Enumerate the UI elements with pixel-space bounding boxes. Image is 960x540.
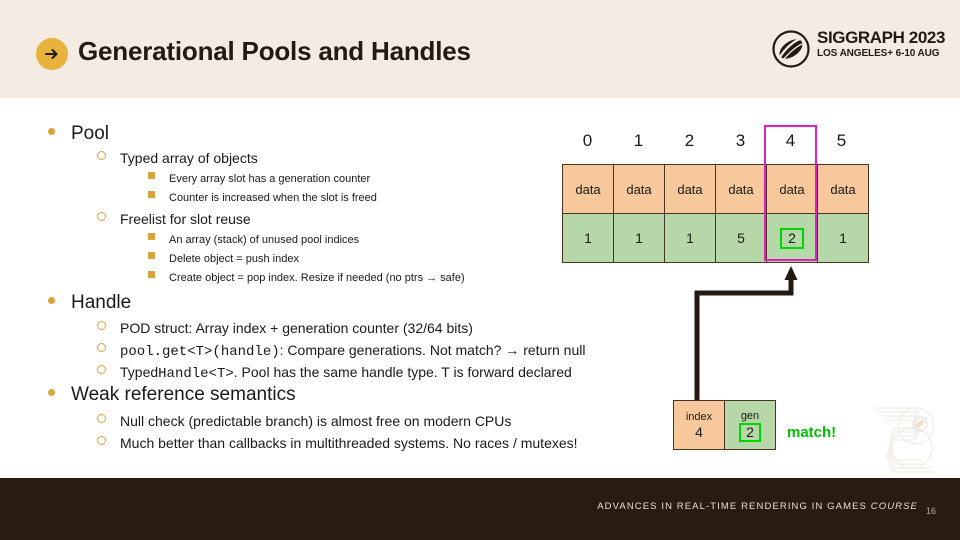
- pool-gen-cell: 1: [664, 213, 716, 263]
- siggraph-ball-icon: [772, 30, 810, 68]
- page-number: 16: [925, 506, 936, 516]
- bullet-ring-icon: [97, 414, 106, 423]
- bullet-text: Create object = pop index. Resize if nee…: [169, 272, 465, 284]
- list-item: Handle: [48, 292, 131, 314]
- list-item: Weak reference semantics: [48, 384, 296, 406]
- pool-gen-cell: 1: [613, 213, 665, 263]
- bullet-square-icon: [148, 191, 155, 198]
- bullet-text-pre: Typed: [120, 364, 159, 380]
- list-item: An array (stack) of unused pool indices: [148, 233, 360, 246]
- bullet-text: Much better than callbacks in multithrea…: [120, 435, 578, 451]
- bullet-text: . Pool has the same handle type. T is fo…: [233, 364, 572, 380]
- slide-header: Generational Pools and Handles SIGGRAPH …: [0, 0, 960, 98]
- bullet-content: Pool Typed array of objects Every array …: [0, 98, 960, 478]
- bullet-code-text: Handle<T>: [158, 366, 234, 382]
- list-item: Typed Handle<T> . Pool has the same hand…: [97, 364, 572, 382]
- bullet-text: POD struct: Array index + generation cou…: [120, 320, 473, 336]
- list-item: Freelist for slot reuse: [97, 211, 251, 227]
- list-item: Typed array of objects: [97, 150, 258, 166]
- bullet-text: Freelist for slot reuse: [120, 211, 251, 227]
- list-item: Counter is increased when the slot is fr…: [148, 191, 377, 204]
- pool-index-header: 4: [785, 131, 796, 150]
- pool-index-header: 1: [633, 131, 644, 150]
- bullet-ring-icon: [97, 365, 106, 374]
- bullet-square-icon: [148, 233, 155, 240]
- list-item: Every array slot has a generation counte…: [148, 172, 371, 185]
- bullet-ring-icon: [97, 436, 106, 445]
- bullet-text: Null check (predictable branch) is almos…: [120, 413, 512, 429]
- pool-table: data data data data data data 1 1 1 5 2 …: [562, 164, 869, 263]
- bullet-text: Delete object = push index: [169, 253, 299, 265]
- bullet-text: Pool: [71, 123, 110, 144]
- footer-course-text: ADVANCES IN REAL-TIME RENDERING IN GAMES…: [597, 501, 918, 512]
- list-item: Delete object = push index: [148, 252, 299, 265]
- list-item: Much better than callbacks in multithrea…: [97, 435, 578, 451]
- bullet-text: Typed array of objects: [120, 150, 258, 166]
- bullet-code-text: pool.get<T>(handle): [120, 344, 280, 360]
- bullet-ring-icon: [97, 321, 106, 330]
- pool-index-header: 3: [735, 131, 746, 150]
- bullet-square-icon: [148, 271, 155, 278]
- siggraph-logo: SIGGRAPH 2023 LOS ANGELES+ 6-10 AUG: [772, 28, 946, 72]
- handle-index-value: 4: [695, 424, 703, 440]
- handle-gen-value: 2: [739, 422, 761, 442]
- bullet-text: Counter is increased when the slot is fr…: [169, 192, 377, 204]
- bullet-text: Weak reference semantics: [71, 384, 296, 405]
- table-row-generation: 1 1 1 5 2 1: [562, 213, 869, 263]
- pool-data-cell: data: [562, 164, 614, 214]
- bullet-square-icon: [148, 252, 155, 259]
- slide-footer: [0, 478, 960, 540]
- pool-gen-value-highlight: 2: [780, 227, 804, 249]
- pool-gen-cell: 5: [715, 213, 767, 263]
- page-title: Generational Pools and Handles: [78, 36, 471, 66]
- pool-index-header: 5: [836, 131, 847, 150]
- list-item: Create object = pop index. Resize if nee…: [148, 271, 465, 284]
- handle-struct-box: index 4 gen 2: [673, 400, 776, 450]
- pool-data-cell: data: [817, 164, 869, 214]
- list-item: POD struct: Array index + generation cou…: [97, 320, 473, 336]
- pool-gen-cell: 1: [562, 213, 614, 263]
- arrow-right-icon: [36, 38, 68, 70]
- bullet-dot-icon: [48, 297, 55, 304]
- pool-gen-cell: 1: [817, 213, 869, 263]
- handle-gen-label: gen: [740, 409, 760, 422]
- match-label: match!: [787, 424, 837, 441]
- pool-gen-cell-highlighted: 2: [766, 213, 818, 263]
- pool-index-header: 0: [582, 131, 593, 150]
- pool-column-highlight-box: [764, 125, 817, 261]
- handle-index-cell: index 4: [674, 401, 724, 449]
- pool-data-cell: data: [613, 164, 665, 214]
- bullet-dot-icon: [48, 389, 55, 396]
- footer-text-italic: COURSE: [870, 501, 918, 512]
- bullet-text: An array (stack) of unused pool indices: [169, 234, 360, 246]
- bullet-text: : Compare generations. Not match? → retu…: [279, 342, 586, 358]
- list-item: Pool: [48, 123, 109, 145]
- handle-index-label: index: [685, 411, 713, 423]
- logo-title: SIGGRAPH 2023: [817, 28, 946, 47]
- pool-data-cell: data: [664, 164, 716, 214]
- siggraph-watermark-icon: [874, 407, 935, 473]
- list-item: pool.get<T>(handle) : Compare generation…: [97, 342, 585, 360]
- pool-data-cell: data: [766, 164, 818, 214]
- list-item: Null check (predictable branch) is almos…: [97, 413, 511, 429]
- pool-data-cell: data: [715, 164, 767, 214]
- bullet-ring-icon: [97, 343, 106, 352]
- bullet-square-icon: [148, 172, 155, 179]
- bullet-ring-icon: [97, 151, 106, 160]
- handle-gen-cell: gen 2: [724, 401, 775, 449]
- bullet-ring-icon: [97, 212, 106, 221]
- bullet-text: Handle: [71, 292, 132, 313]
- footer-text-plain: ADVANCES IN REAL-TIME RENDERING IN GAMES: [597, 501, 871, 512]
- bullet-dot-icon: [48, 128, 55, 135]
- pool-index-header: 2: [684, 131, 695, 150]
- logo-subtitle: LOS ANGELES+ 6-10 AUG: [817, 48, 940, 59]
- bullet-text: Every array slot has a generation counte…: [169, 173, 371, 185]
- table-row-data: data data data data data data: [562, 164, 869, 214]
